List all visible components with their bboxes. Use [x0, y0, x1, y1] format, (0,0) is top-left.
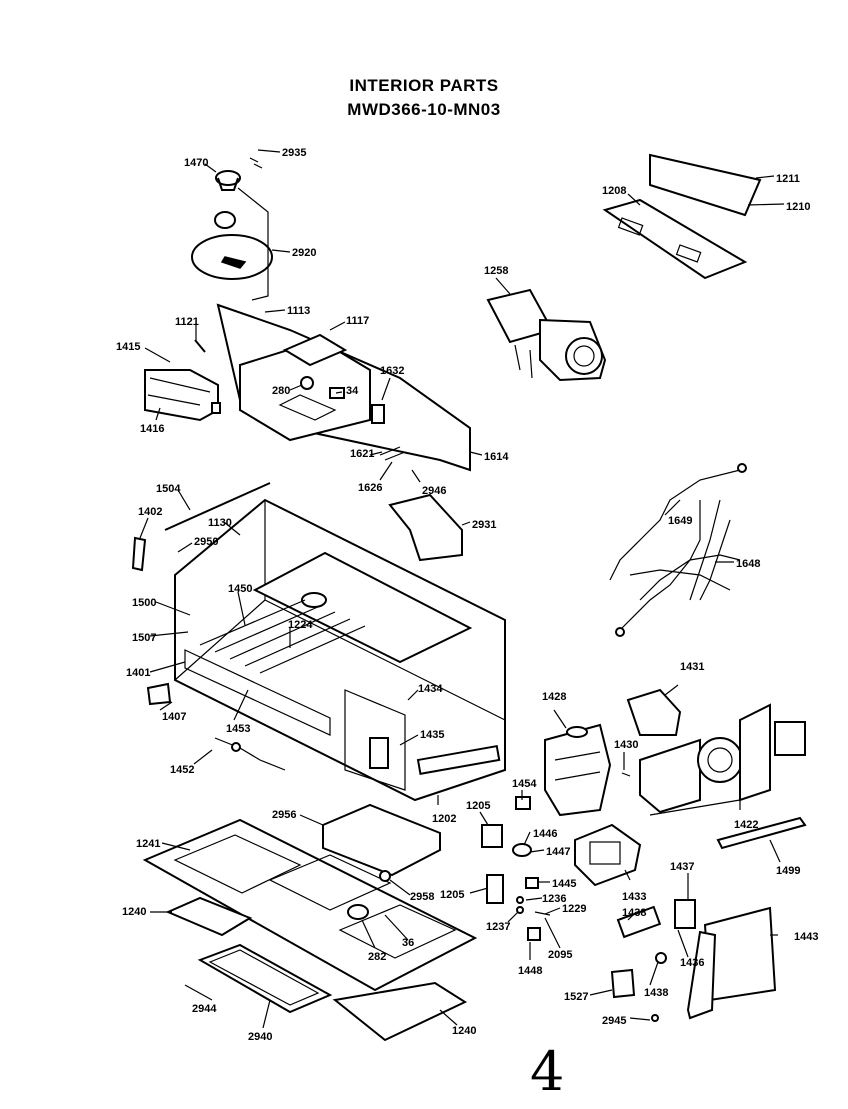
part-label: 2940: [248, 1031, 272, 1043]
part-label: 1229: [562, 903, 586, 915]
part-label: 1438: [644, 987, 668, 999]
part-label: 1437: [670, 861, 694, 873]
part-label: 2920: [292, 247, 316, 259]
part-label: 2931: [472, 519, 496, 531]
latch-and-probe: [146, 682, 286, 771]
part-label: 1435: [420, 729, 444, 741]
part-label: 1431: [680, 661, 704, 673]
magnetron: [544, 723, 612, 817]
part-label: 2944: [192, 1003, 217, 1015]
part-label: 1438: [622, 907, 646, 919]
handwritten-page-mark: 4: [530, 1040, 565, 1103]
part-label: 1202: [432, 813, 456, 825]
part-label: 1205: [466, 800, 490, 812]
part-label: 36: [402, 937, 414, 949]
bottom-plates: [142, 803, 478, 1042]
part-label: 1401: [126, 667, 150, 679]
part-label: 1626: [358, 482, 382, 494]
part-label: 1205: [440, 889, 464, 901]
part-label: 34: [346, 385, 359, 397]
vent-assembly: [602, 153, 762, 280]
part-label: 1443: [794, 931, 818, 943]
part-label: 1422: [734, 819, 758, 831]
part-label: 2095: [548, 949, 572, 961]
part-label: 2958: [410, 891, 434, 903]
blower-assembly: [621, 688, 806, 814]
part-label: 1433: [622, 891, 646, 903]
mounting-bracket: [686, 906, 777, 1020]
part-label: 1240: [452, 1025, 476, 1037]
wiring-harness: [609, 463, 747, 637]
part-label: 1236: [542, 893, 566, 905]
part-label: 1649: [668, 515, 692, 527]
part-label: 1470: [184, 157, 208, 169]
part-label: 2946: [422, 485, 446, 497]
part-label: 1436: [680, 957, 704, 969]
interlock-switches: [481, 796, 551, 941]
part-label: 1499: [776, 865, 800, 877]
part-label: 282: [368, 951, 386, 963]
part-label: 1454: [512, 778, 537, 790]
part-label: 1504: [156, 483, 181, 495]
thermal-rod: [131, 482, 271, 572]
part-label: 1224: [288, 619, 313, 631]
control-bracket-assembly: [194, 303, 471, 472]
part-label: 1447: [546, 846, 570, 858]
part-label: 2935: [282, 147, 306, 159]
leader-lines: [139, 149, 785, 1029]
stirrer-motor: [215, 157, 263, 191]
part-label: 1450: [228, 583, 252, 595]
part-label: 1527: [564, 991, 588, 1003]
part-label: 1211: [776, 173, 800, 185]
light-housing: [144, 369, 221, 422]
part-label: 1448: [518, 965, 542, 977]
part-label: 1240: [122, 906, 146, 918]
part-label: 1416: [140, 423, 164, 435]
part-label: 1452: [170, 764, 194, 776]
diagram-title: INTERIOR PARTS: [349, 76, 499, 95]
part-label: 1507: [132, 632, 156, 644]
part-label: 1500: [132, 597, 156, 609]
part-label: 1113: [287, 305, 310, 317]
part-label: 1237: [486, 921, 510, 933]
part-label: 1208: [602, 185, 626, 197]
part-label: 1445: [552, 878, 576, 890]
part-label: 1632: [380, 365, 404, 377]
part-label: 1430: [614, 739, 638, 751]
part-label: 1258: [484, 265, 508, 277]
stirrer-fan: [191, 187, 273, 301]
part-label: 1648: [736, 558, 760, 570]
part-label: 1446: [533, 828, 557, 840]
oven-cavity: [174, 498, 506, 802]
part-label: 1621: [350, 448, 374, 460]
part-label: 1415: [116, 341, 140, 353]
capacitor-fuse-parts: [610, 899, 696, 1022]
part-label: 2945: [602, 1015, 626, 1027]
support-bar: [716, 816, 807, 850]
fan-motor: [486, 288, 607, 382]
part-labels: 1470 2935 2920 1113 1117 1121 1415 1416 …: [116, 147, 818, 1043]
air-duct: [388, 493, 463, 562]
part-label: 1428: [542, 691, 566, 703]
part-label: 1117: [346, 315, 369, 327]
part-label: 2956: [272, 809, 296, 821]
part-label: 1453: [226, 723, 250, 735]
part-label: 1210: [786, 201, 810, 213]
part-label: 2950: [194, 536, 218, 548]
part-label: 1121: [175, 316, 199, 328]
part-label: 1402: [138, 506, 162, 518]
part-label: 1241: [136, 838, 160, 850]
transformer: [574, 823, 642, 887]
part-label: 1614: [484, 451, 509, 463]
part-label: 1407: [162, 711, 186, 723]
part-label: 1130: [208, 517, 232, 529]
model-number: MWD366-10-MN03: [347, 100, 501, 119]
part-label: 1434: [418, 683, 443, 695]
part-label: 280: [272, 385, 290, 397]
